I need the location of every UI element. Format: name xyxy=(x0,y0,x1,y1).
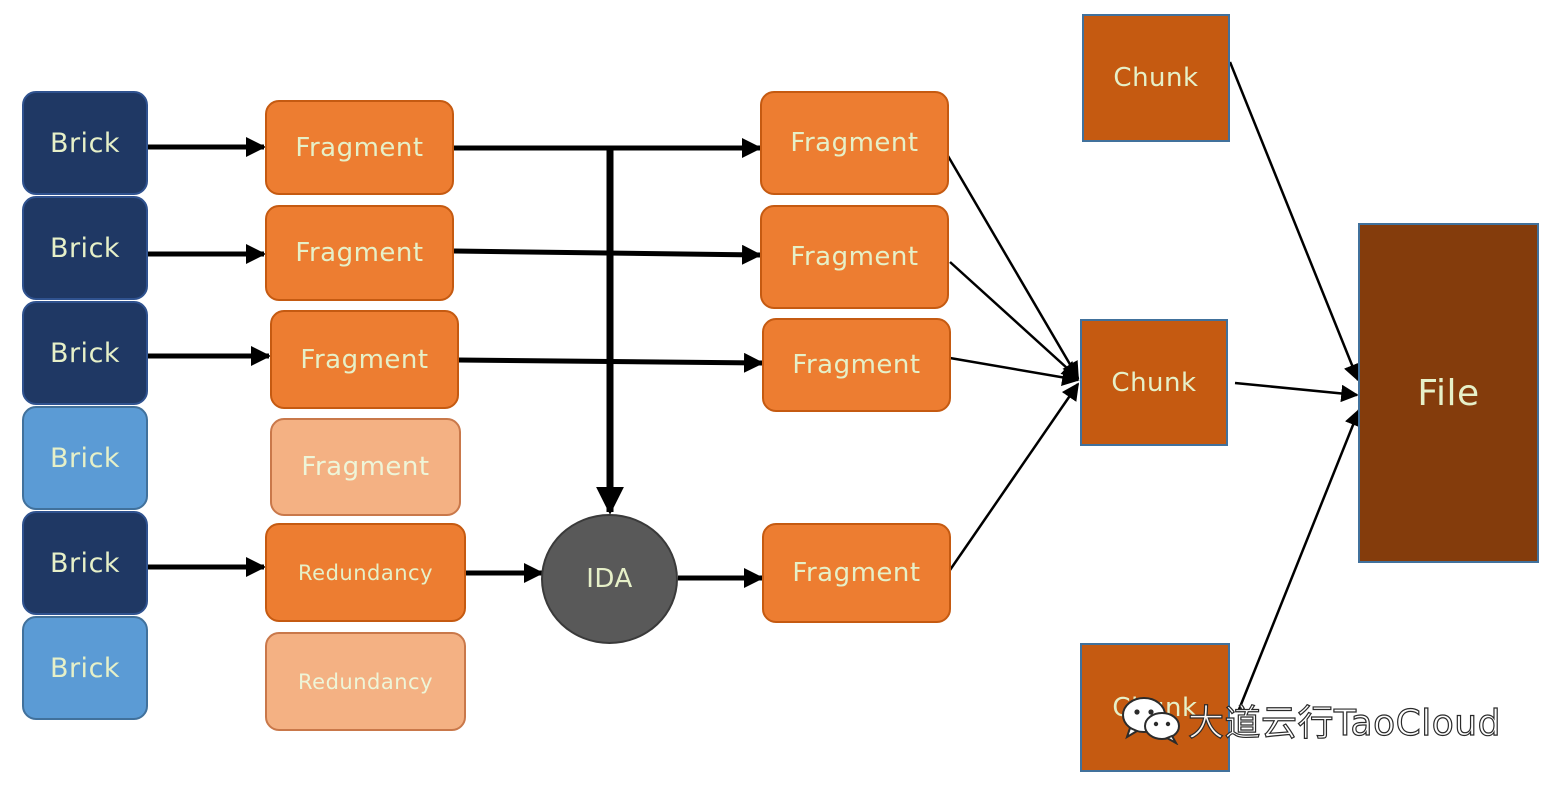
fragment-in-3: Fragment xyxy=(270,310,459,409)
fragment-label: Fragment xyxy=(790,128,919,158)
arrow-out4-chunk xyxy=(948,382,1080,571)
watermark-text: 大道云行TaoCloud xyxy=(1187,702,1501,744)
brick-label: Brick xyxy=(49,652,121,684)
file-label: File xyxy=(1417,372,1480,414)
arrow-out1-chunk xyxy=(946,155,1080,380)
brick-node-5: Brick xyxy=(22,511,148,615)
ida-label: IDA xyxy=(586,564,633,594)
redundancy-in-1: Redundancy xyxy=(265,523,466,622)
fragment-label: Fragment xyxy=(790,242,919,272)
redundancy-label: Redundancy xyxy=(298,669,433,694)
fragment-out-2: Fragment xyxy=(760,205,949,309)
arrow-out3-chunk xyxy=(949,356,1080,386)
arrow-chunk1-file xyxy=(1228,61,1361,382)
watermark: 大道云行TaoCloud xyxy=(1120,694,1501,746)
brick-node-6: Brick xyxy=(22,616,148,720)
fragment-in-4: Fragment xyxy=(270,418,461,516)
redundancy-label: Redundancy xyxy=(298,560,433,585)
chunk-label: Chunk xyxy=(1111,367,1197,398)
fragment-to-fragment-arrows xyxy=(453,138,764,588)
fragment-label: Fragment xyxy=(295,238,424,268)
fragment-label: Fragment xyxy=(295,132,424,163)
chunk-node-1: Chunk xyxy=(1082,14,1230,142)
fragment-label: Fragment xyxy=(300,344,429,375)
fragment-label: Fragment xyxy=(792,350,921,380)
fragment-to-chunk-arrows xyxy=(946,155,1080,571)
arrow-chunk3-file xyxy=(1236,408,1362,713)
wechat-icon xyxy=(1122,697,1180,745)
file-node: File xyxy=(1358,223,1539,563)
fragment-label: Fragment xyxy=(301,452,430,482)
brick-node-3: Brick xyxy=(22,301,148,405)
fragment-in-1: Fragment xyxy=(265,100,454,195)
brick-node-2: Brick xyxy=(22,196,148,300)
redundancy-in-2: Redundancy xyxy=(265,632,466,731)
chunk-node-2: Chunk xyxy=(1080,319,1228,446)
brick-node-1: Brick xyxy=(22,91,148,195)
fragment-in-2: Fragment xyxy=(265,205,454,301)
fragment-label: Fragment xyxy=(792,558,921,588)
brick-to-fragment-arrows xyxy=(148,137,271,577)
fragment-out-4: Fragment xyxy=(762,523,951,623)
arrow-out2-chunk xyxy=(949,261,1080,380)
brick-label: Brick xyxy=(49,337,121,369)
brick-node-4: Brick xyxy=(22,406,148,510)
brick-label: Brick xyxy=(49,547,121,579)
brick-label: Brick xyxy=(49,232,121,264)
chunk-to-file-arrows xyxy=(1228,61,1362,713)
fragment-out-1: Fragment xyxy=(760,91,949,195)
fragment-out-3: Fragment xyxy=(762,318,951,412)
brick-label: Brick xyxy=(49,442,121,474)
arrow-chunk2-file xyxy=(1234,381,1359,403)
brick-label: Brick xyxy=(49,127,121,159)
ida-node: IDA xyxy=(541,514,678,644)
chunk-label: Chunk xyxy=(1113,63,1199,93)
